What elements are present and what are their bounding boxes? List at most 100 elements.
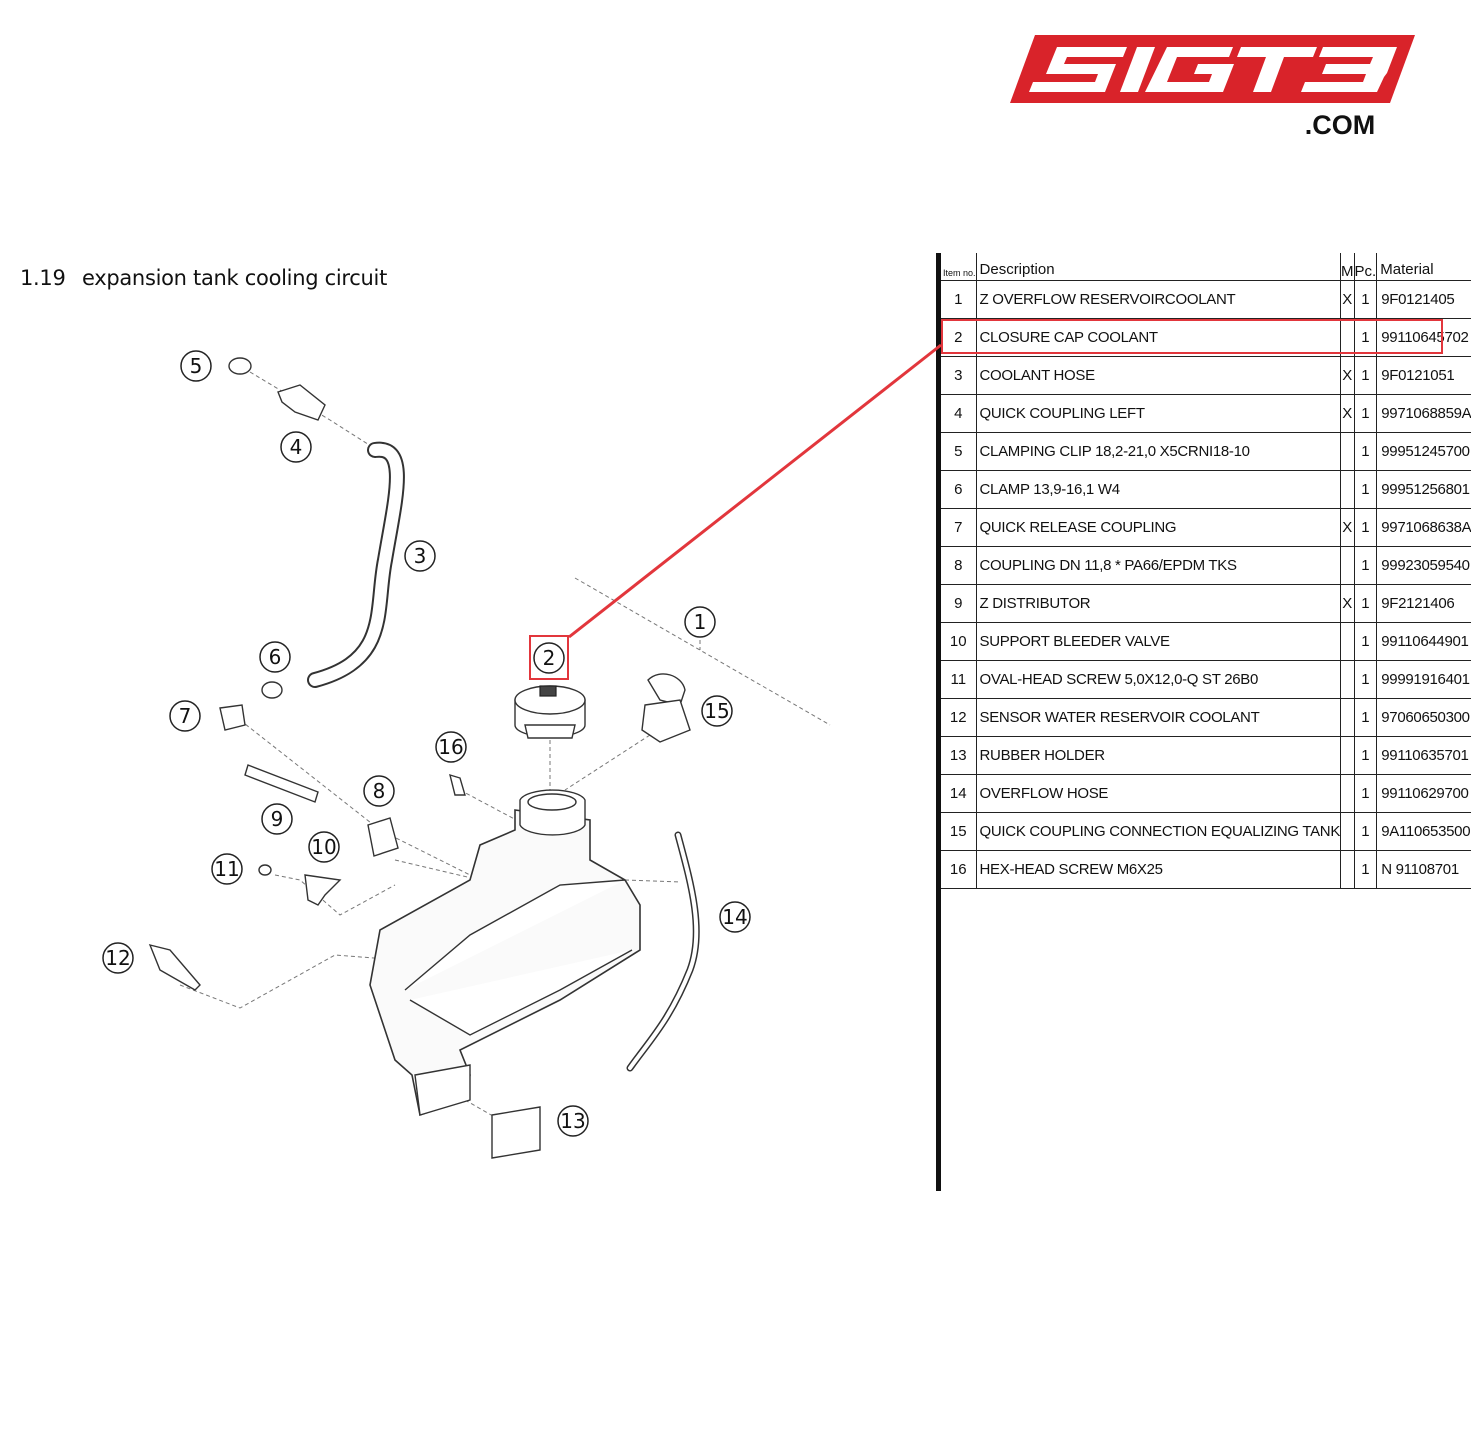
row-material: 99923059540 bbox=[1376, 546, 1471, 585]
row-description: OVERFLOW HOSE bbox=[975, 774, 1341, 813]
row-material: 9F0121051 bbox=[1376, 356, 1471, 395]
row-description: COUPLING DN 11,8 * PA66/EPDM TKS bbox=[975, 546, 1341, 585]
row-description: SENSOR WATER RESERVOIR COOLANT bbox=[975, 698, 1341, 737]
callout-12[interactable]: 12 bbox=[102, 942, 134, 974]
row-material: 9F0121405 bbox=[1376, 280, 1471, 319]
row-pc: 1 bbox=[1353, 584, 1377, 623]
section-number: 1.19 bbox=[20, 266, 66, 290]
row-item: 13 bbox=[941, 736, 977, 775]
row-pc: 1 bbox=[1353, 394, 1377, 433]
row-item: 7 bbox=[941, 508, 977, 547]
row-item: 15 bbox=[941, 812, 977, 851]
row-pc: 1 bbox=[1353, 736, 1377, 775]
row-pc: 1 bbox=[1353, 546, 1377, 585]
row-description: SUPPORT BLEEDER VALVE bbox=[975, 622, 1341, 661]
row-item: 11 bbox=[941, 660, 977, 699]
svg-text:2: 2 bbox=[543, 646, 556, 670]
row-pc: 1 bbox=[1353, 622, 1377, 661]
row-item: 16 bbox=[941, 850, 977, 889]
row-m bbox=[1340, 660, 1355, 699]
row-material: 97060650300 bbox=[1376, 698, 1471, 737]
svg-text:5: 5 bbox=[190, 354, 203, 378]
row-m bbox=[1340, 698, 1355, 737]
svg-text:9: 9 bbox=[271, 807, 284, 831]
row-description: OVAL-HEAD SCREW 5,0X12,0-Q ST 26B0 bbox=[975, 660, 1341, 699]
row-m: X bbox=[1340, 508, 1355, 547]
row-pc: 1 bbox=[1353, 660, 1377, 699]
row-m: X bbox=[1340, 394, 1355, 433]
row-item: 3 bbox=[941, 356, 977, 395]
callout-5[interactable]: 5 bbox=[180, 350, 212, 382]
row-pc: 1 bbox=[1353, 850, 1377, 889]
callout-7[interactable]: 7 bbox=[169, 700, 201, 732]
row-item: 8 bbox=[941, 546, 977, 585]
sigt3-logo[interactable]: .COM bbox=[1005, 30, 1420, 145]
row-pc: 1 bbox=[1353, 774, 1377, 813]
callout-1[interactable]: 1 bbox=[684, 606, 716, 638]
callout-2[interactable]: 2 bbox=[533, 642, 565, 674]
row-m bbox=[1340, 736, 1355, 775]
section-title: 1.19 expansion tank cooling circuit bbox=[20, 266, 387, 290]
callout-4[interactable]: 4 bbox=[280, 431, 312, 463]
header-m: M bbox=[1340, 253, 1355, 281]
row-item: 14 bbox=[941, 774, 977, 813]
callout-16[interactable]: 16 bbox=[435, 731, 467, 763]
row-item: 1 bbox=[941, 280, 977, 319]
row-description: HEX-HEAD SCREW M6X25 bbox=[975, 850, 1341, 889]
callout-13[interactable]: 13 bbox=[557, 1105, 589, 1137]
logo-suffix: .COM bbox=[1305, 110, 1376, 140]
callout-8[interactable]: 8 bbox=[363, 775, 395, 807]
svg-text:13: 13 bbox=[560, 1109, 585, 1133]
row-item: 4 bbox=[941, 394, 977, 433]
callout-14[interactable]: 14 bbox=[719, 901, 751, 933]
row-material: 9A110653500 bbox=[1376, 812, 1471, 851]
callout-10[interactable]: 10 bbox=[308, 831, 340, 863]
small-parts bbox=[148, 357, 691, 1159]
callout-11[interactable]: 11 bbox=[211, 853, 243, 885]
row-pc: 1 bbox=[1353, 280, 1377, 319]
row-material: 99951256801 bbox=[1376, 470, 1471, 509]
callout-6[interactable]: 6 bbox=[259, 641, 291, 673]
row-m bbox=[1340, 850, 1355, 889]
row-m bbox=[1340, 812, 1355, 851]
callout-9[interactable]: 9 bbox=[261, 803, 293, 835]
table-header-row: Item no. Description M Pc. Material bbox=[941, 253, 1471, 281]
header-pc: Pc. bbox=[1353, 253, 1377, 281]
svg-text:11: 11 bbox=[214, 857, 239, 881]
row-m: X bbox=[1340, 356, 1355, 395]
row-pc: 1 bbox=[1353, 432, 1377, 471]
callout-15[interactable]: 15 bbox=[701, 695, 733, 727]
row-description: CLAMPING CLIP 18,2-21,0 X5CRNI18-10 bbox=[975, 432, 1341, 471]
svg-text:15: 15 bbox=[704, 699, 729, 723]
row-description: Z OVERFLOW RESERVOIRCOOLANT bbox=[975, 280, 1341, 319]
row-item: 6 bbox=[941, 470, 977, 509]
svg-text:1: 1 bbox=[694, 610, 707, 634]
row-pc: 1 bbox=[1353, 470, 1377, 509]
callout-3[interactable]: 3 bbox=[404, 540, 436, 572]
logo-letters bbox=[1029, 47, 1397, 92]
row-description: QUICK COUPLING CONNECTION EQUALIZING TAN… bbox=[975, 812, 1341, 851]
row-item: 5 bbox=[941, 432, 977, 471]
row-pc: 1 bbox=[1353, 812, 1377, 851]
row-m bbox=[1340, 318, 1355, 357]
svg-text:4: 4 bbox=[290, 435, 303, 459]
closure-cap-part bbox=[514, 685, 586, 739]
